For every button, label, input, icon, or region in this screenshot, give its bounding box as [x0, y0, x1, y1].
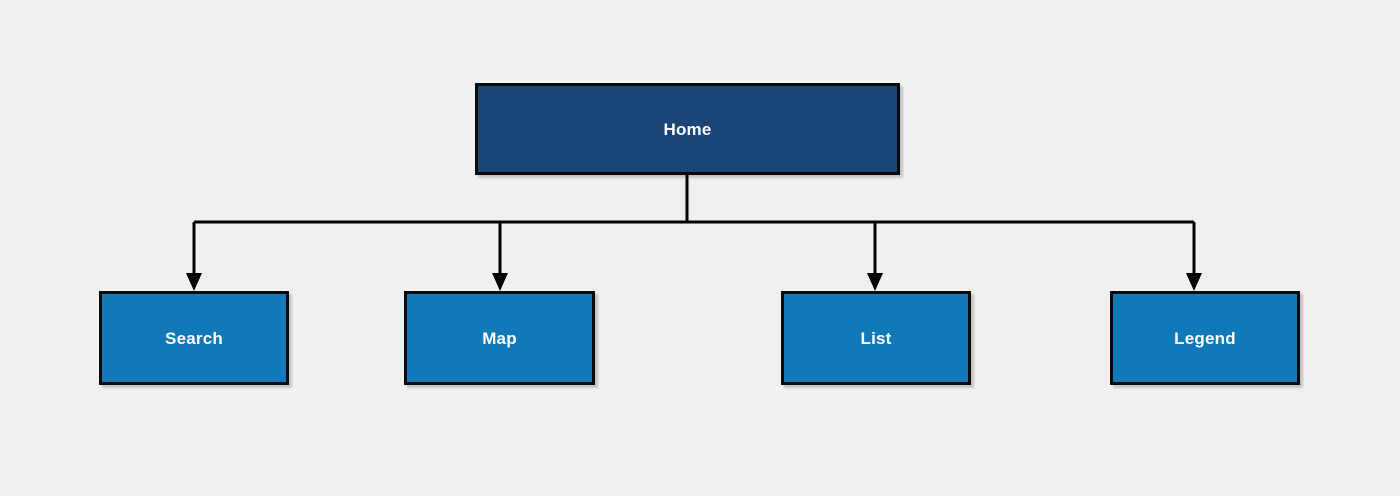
node-home[interactable]: Home	[475, 83, 900, 175]
node-legend-label: Legend	[1174, 328, 1236, 348]
arrowhead-search	[186, 273, 202, 291]
node-search[interactable]: Search	[99, 291, 289, 385]
connector-lines	[192, 175, 1196, 273]
arrowhead-map	[492, 273, 508, 291]
arrowhead-list	[867, 273, 883, 291]
node-home-label: Home	[663, 119, 712, 139]
connector-arrowheads	[186, 273, 1202, 291]
node-list-label: List	[860, 328, 892, 348]
node-map-label: Map	[482, 328, 517, 348]
arrowhead-legend	[1186, 273, 1202, 291]
node-map[interactable]: Map	[404, 291, 595, 385]
node-list[interactable]: List	[781, 291, 971, 385]
node-legend[interactable]: Legend	[1110, 291, 1300, 385]
node-search-label: Search	[165, 328, 223, 348]
